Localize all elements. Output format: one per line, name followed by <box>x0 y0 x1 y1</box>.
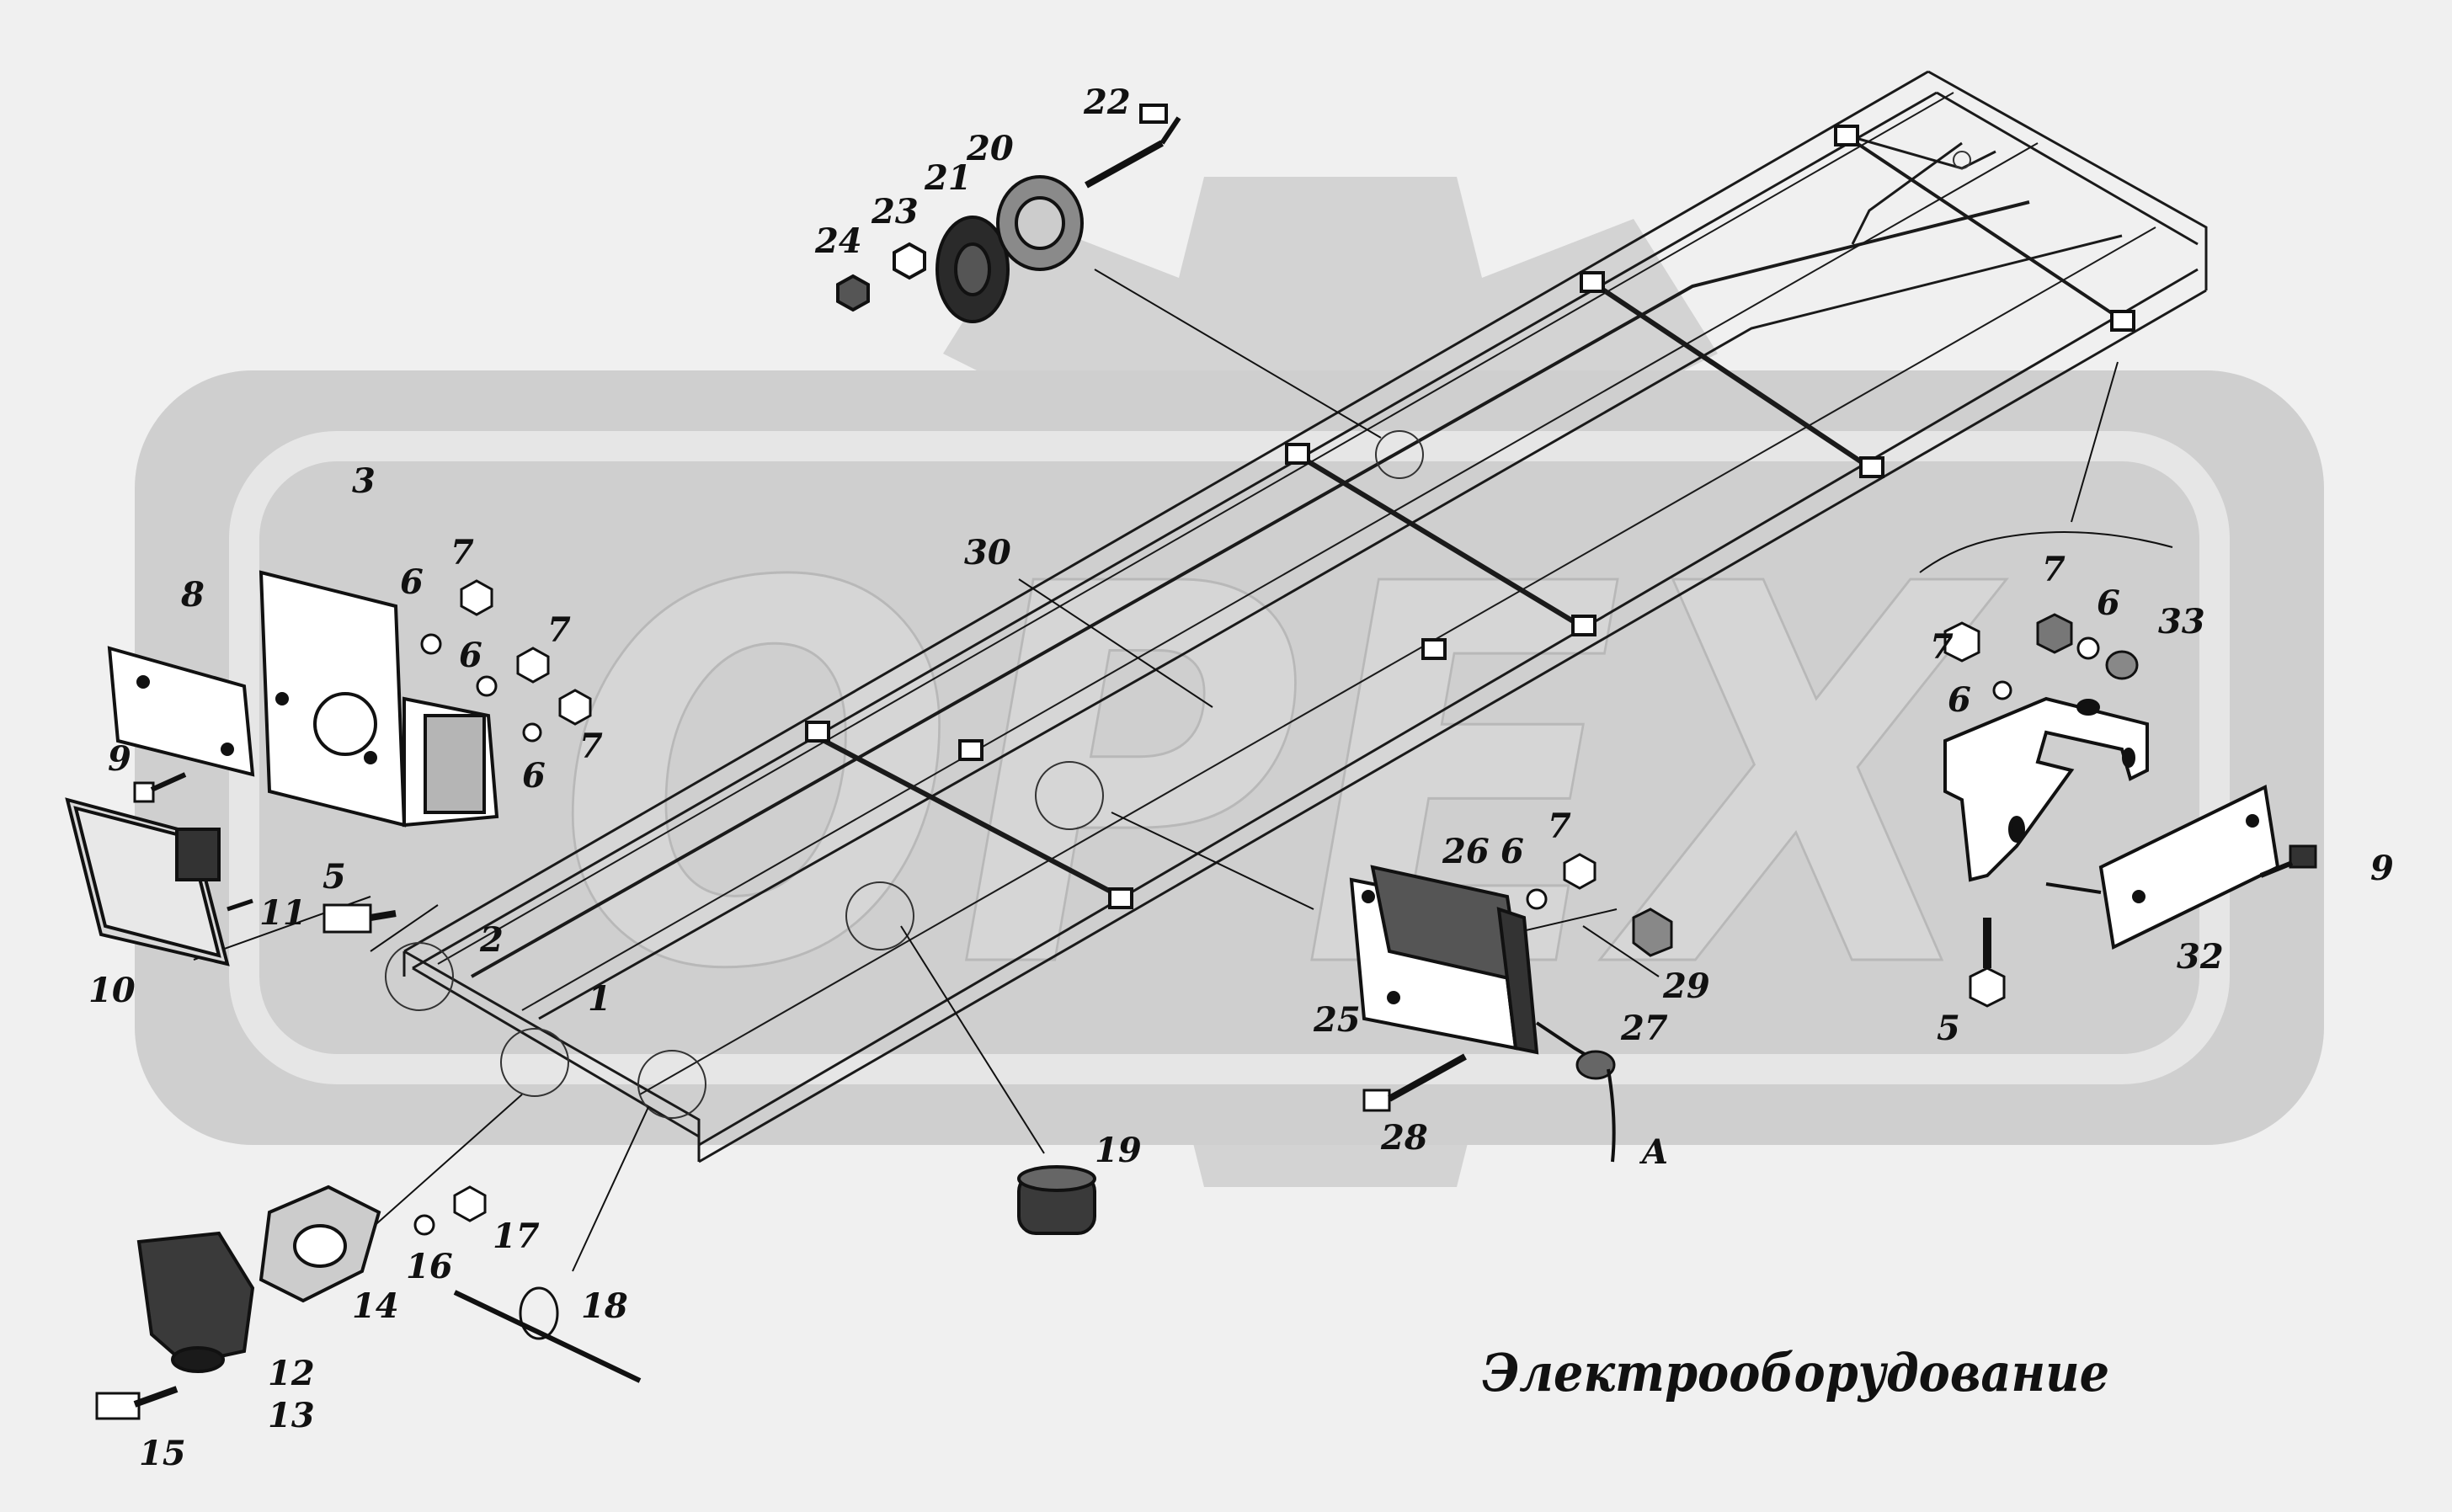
label-connector-A: A <box>1639 1132 1668 1172</box>
top-lamp-cluster <box>836 104 1181 323</box>
label-part-22: 22 <box>1083 83 1131 122</box>
callout-labels: 1 2 3 5 5 6 6 6 6 6 6 7 7 7 7 7 7 8 9 9 … <box>88 83 2394 1473</box>
label-part-28: 28 <box>1380 1118 1428 1158</box>
detail-circles <box>385 151 1971 1119</box>
label-part-9-left: 9 <box>108 739 131 779</box>
label-part-1: 1 <box>588 979 611 1019</box>
label-part-16: 16 <box>406 1247 453 1286</box>
label-part-7-center: 7 <box>1548 807 1571 846</box>
label-part-6-right-a: 6 <box>2097 583 2120 623</box>
label-part-24: 24 <box>814 221 862 261</box>
label-part-7-left-a: 7 <box>450 533 474 572</box>
label-part-15: 15 <box>139 1434 186 1473</box>
label-part-7-right-a: 7 <box>2042 550 2066 589</box>
right-fasteners <box>1943 613 2317 1008</box>
rear-fasteners <box>95 1185 642 1420</box>
label-part-19: 19 <box>1095 1131 1142 1170</box>
label-part-13: 13 <box>268 1396 315 1435</box>
label-part-7-left-c: 7 <box>579 727 603 766</box>
label-part-6-left-a: 6 <box>400 562 424 602</box>
watermark-text: OPEX <box>556 476 2007 1083</box>
label-part-12: 12 <box>268 1354 315 1393</box>
label-part-6-right-b: 6 <box>1948 680 1971 720</box>
gasket-14 <box>259 1185 381 1303</box>
label-part-11: 11 <box>259 893 306 933</box>
label-part-10: 10 <box>88 971 136 1010</box>
label-part-6-center: 6 <box>1501 832 1524 871</box>
label-part-25: 25 <box>1313 1000 1361 1040</box>
label-part-9-right: 9 <box>2370 849 2394 888</box>
label-part-2: 2 <box>479 920 504 960</box>
left-lamp-10 <box>65 797 230 966</box>
label-part-7-left-b: 7 <box>547 610 571 650</box>
label-part-17: 17 <box>493 1217 540 1256</box>
plate-lamp-25 <box>1349 865 1539 1055</box>
label-part-30: 30 <box>964 533 1011 572</box>
center-fasteners <box>1362 853 1673 1163</box>
label-part-6-left-c: 6 <box>522 756 546 796</box>
trailer-frame <box>402 70 2208 1163</box>
label-part-23: 23 <box>871 192 919 232</box>
label-part-33: 33 <box>2158 602 2205 642</box>
label-part-5-left: 5 <box>322 857 346 897</box>
label-part-20: 20 <box>966 129 1014 168</box>
grommet-19 <box>1017 1165 1096 1235</box>
watermark-group: OPEX <box>135 177 2324 1187</box>
harness-clips <box>805 125 2135 909</box>
socket-12 <box>136 1231 255 1373</box>
label-part-7-right-b: 7 <box>1930 627 1954 667</box>
left-bracket-3 <box>259 570 499 828</box>
label-part-21: 21 <box>924 158 972 198</box>
label-part-27: 27 <box>1620 1009 1668 1048</box>
left-plate-8 <box>107 646 255 777</box>
label-part-8: 8 <box>180 575 205 615</box>
label-part-3: 3 <box>352 461 376 501</box>
label-part-32: 32 <box>2177 937 2224 977</box>
right-bracket <box>1943 696 2149 882</box>
diagram-title: Электрооборудование <box>1482 1342 2109 1403</box>
label-part-18: 18 <box>581 1286 628 1326</box>
left-fasteners <box>133 579 592 934</box>
label-part-29: 29 <box>1662 966 1710 1006</box>
label-part-5-right: 5 <box>1937 1009 1960 1048</box>
label-part-6-left-b: 6 <box>459 636 482 675</box>
label-part-14: 14 <box>352 1286 399 1326</box>
label-part-26: 26 <box>1442 832 1490 871</box>
